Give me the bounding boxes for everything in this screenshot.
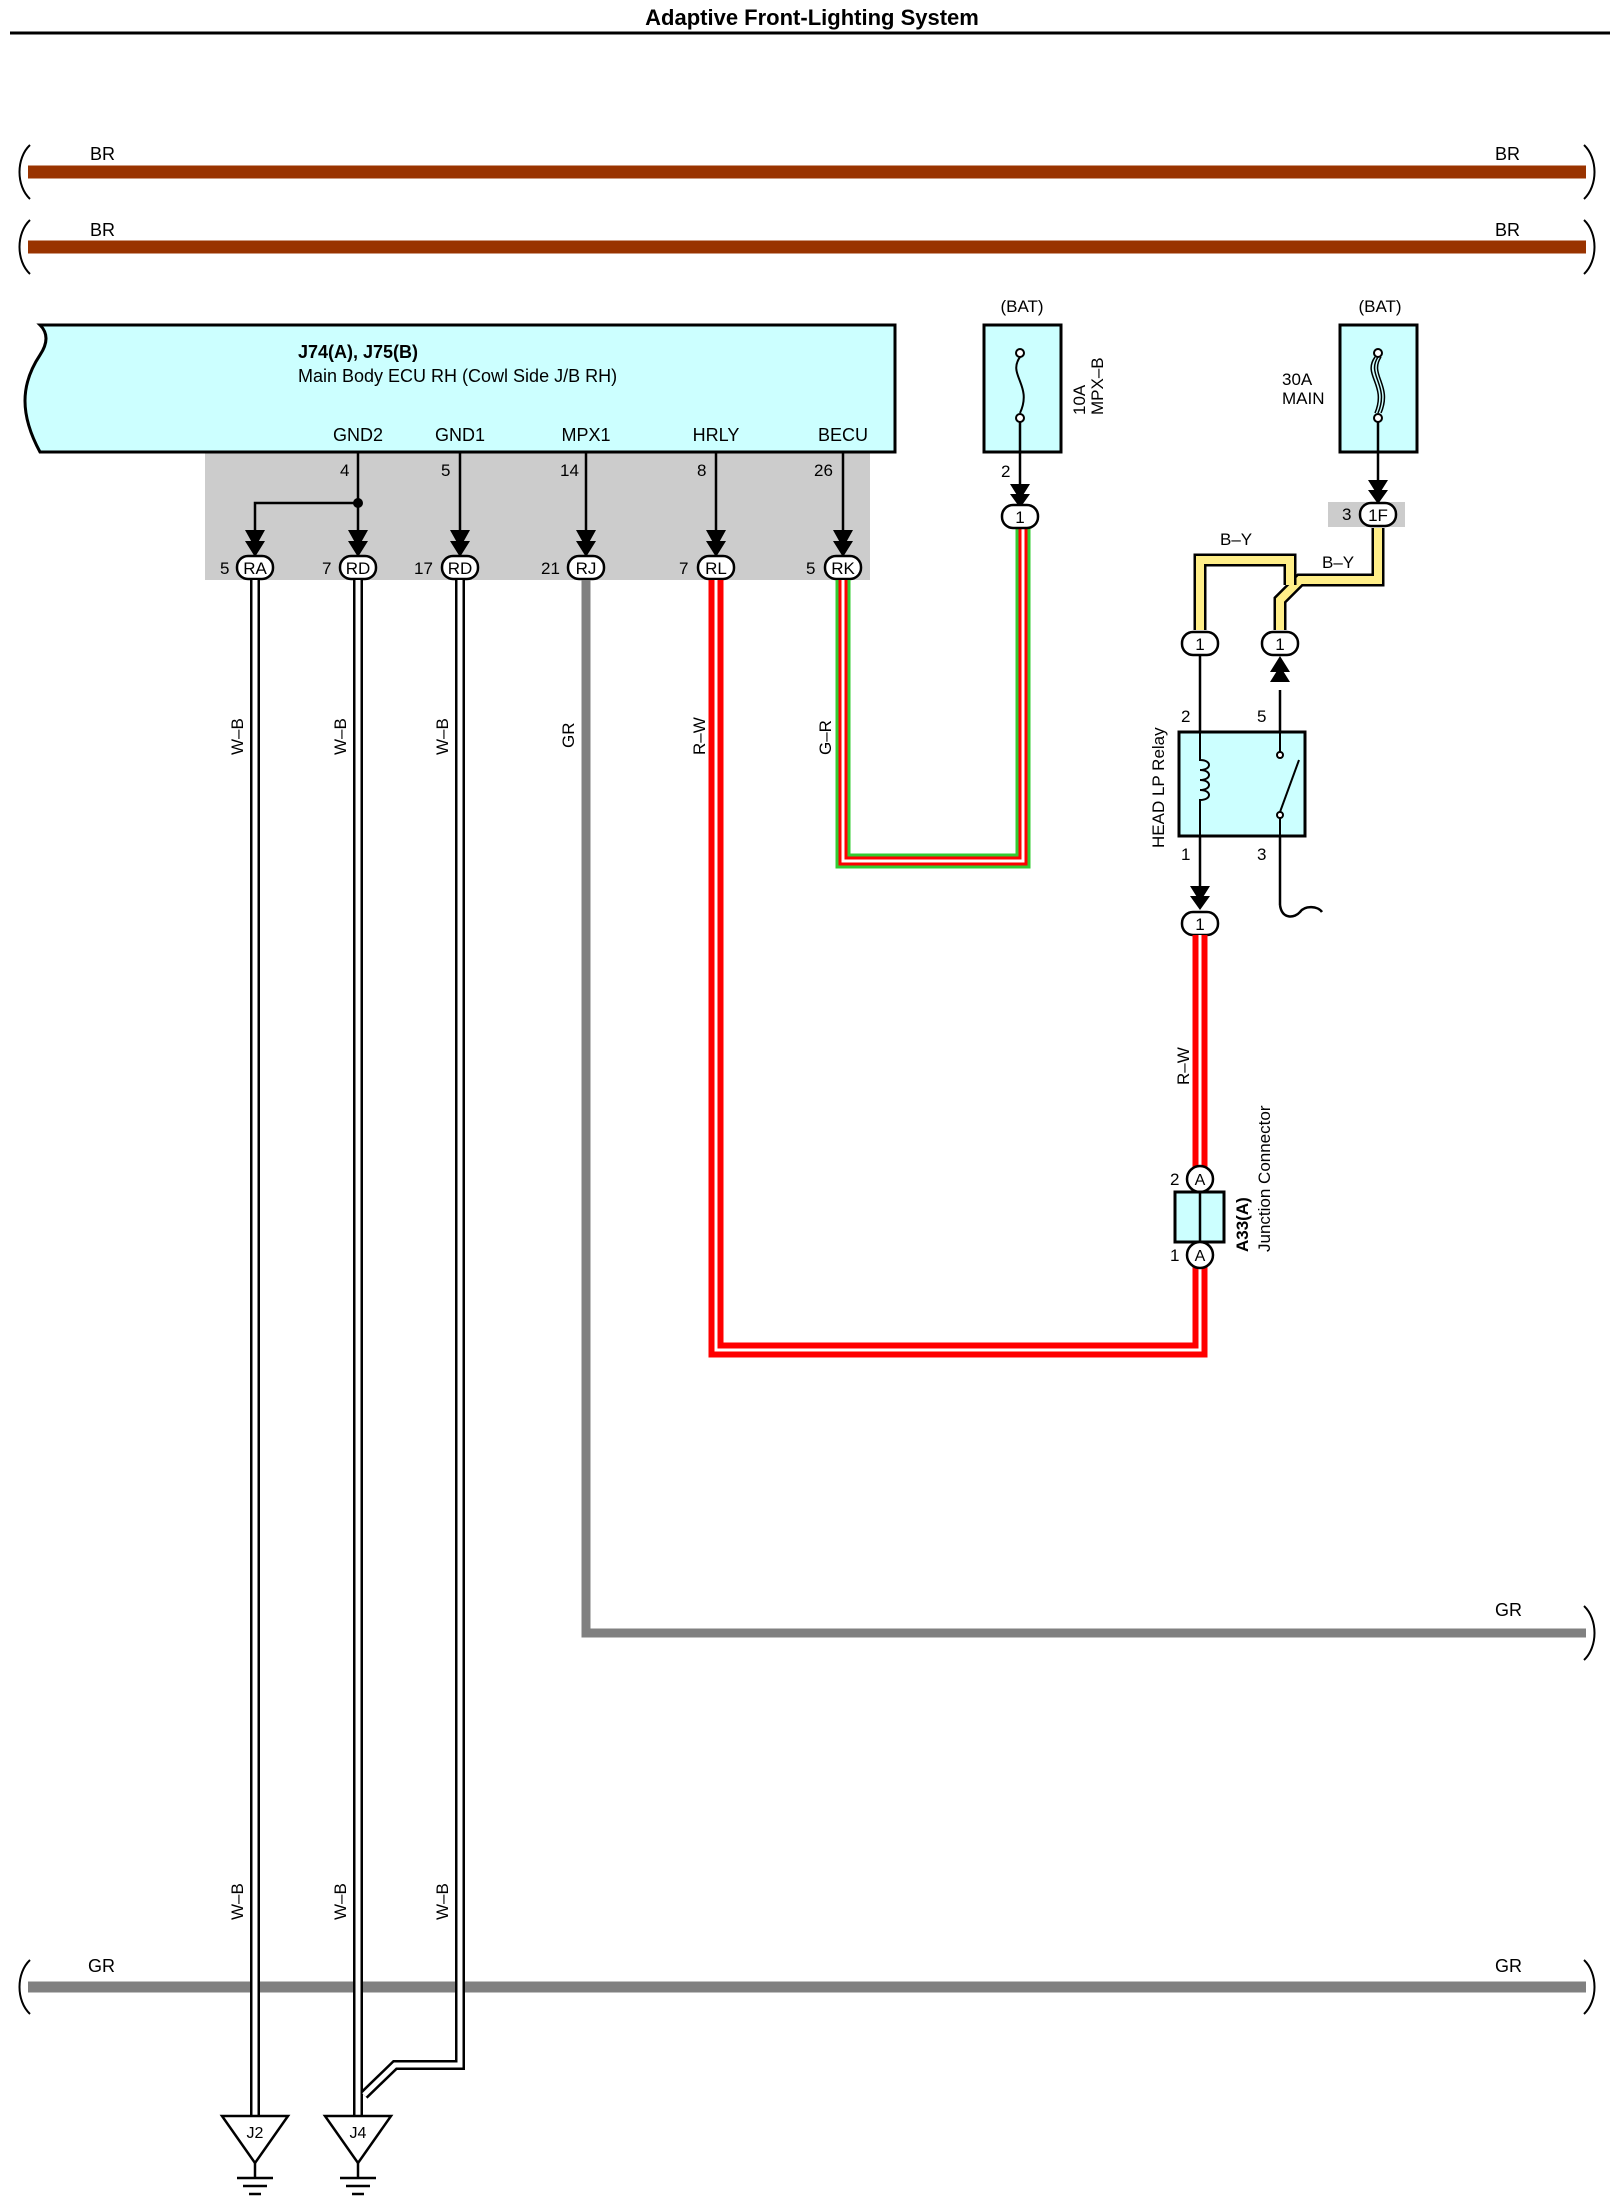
br-label-left-2: BR	[90, 220, 115, 240]
main-body-ecu: J74(A), J75(B) Main Body ECU RH (Cowl Si…	[23, 323, 897, 580]
svg-text:RK: RK	[831, 559, 855, 578]
svg-text:R–W: R–W	[690, 717, 709, 755]
svg-text:W–B: W–B	[433, 1883, 452, 1920]
svg-text:B–Y: B–Y	[1220, 530, 1252, 549]
svg-text:A: A	[1195, 1248, 1206, 1265]
svg-text:RL: RL	[705, 559, 727, 578]
fuse-mpx-name: MPX–B	[1088, 357, 1107, 415]
ecu-connector-area	[205, 452, 870, 580]
br-label-right: BR	[1495, 144, 1520, 164]
svg-text:3: 3	[1342, 505, 1351, 524]
connector-rj: 21 RJ	[541, 554, 606, 581]
connector-rl: 7 RL	[679, 554, 736, 581]
terminal-pin-hrly: 8	[697, 461, 706, 480]
terminal-pin-mpx1: 14	[560, 461, 579, 480]
wb-labels: W–B W–B W–B W–B W–B W–B	[228, 718, 452, 1920]
br-bus-top: BR BR	[18, 144, 1596, 200]
svg-text:1F: 1F	[1368, 506, 1388, 525]
fuse-main: (BAT) 30A MAIN 3 1F	[1282, 297, 1419, 528]
terminal-name-mpx1: MPX1	[561, 425, 610, 445]
svg-text:W–B: W–B	[331, 718, 350, 755]
gr-label-mid: GR	[1495, 1600, 1522, 1620]
svg-text:J4: J4	[350, 2125, 367, 2142]
gr-bus-bottom: GR GR	[18, 1956, 1596, 2015]
svg-text:1: 1	[1195, 915, 1204, 934]
svg-text:RJ: RJ	[576, 559, 597, 578]
svg-text:A: A	[1195, 1172, 1206, 1189]
relay-name: HEAD LP Relay	[1149, 727, 1168, 848]
svg-text:1: 1	[1181, 845, 1190, 864]
ground-j2: J2	[219, 2114, 291, 2196]
ecu-id: J74(A), J75(B)	[298, 342, 418, 362]
connector-rd-17: 17 RD	[414, 554, 480, 581]
fuse-mpx-rating: 10A	[1070, 384, 1089, 415]
junction-connector: A 2 A 1 A33(A) Junction Connector	[1170, 1105, 1274, 1270]
br-label-left: BR	[90, 144, 115, 164]
ecu-connectors: 5 RA 7 RD 17 RD 21 RJ 7 RL 5 RK	[220, 554, 863, 581]
svg-text:1: 1	[1170, 1246, 1179, 1265]
svg-text:GR: GR	[559, 723, 578, 749]
svg-text:W–B: W–B	[228, 1883, 247, 1920]
gr-wire-mpx1: GR GR	[559, 580, 1596, 1661]
svg-text:5: 5	[220, 559, 229, 578]
svg-text:2: 2	[1181, 707, 1190, 726]
terminal-name-hrly: HRLY	[693, 425, 740, 445]
head-lp-relay: 1 1 2 5 HEAD LP Relay 1 3 1	[1149, 630, 1324, 937]
svg-text:2: 2	[1170, 1170, 1179, 1189]
fuse-main-rating: 30A	[1282, 370, 1313, 389]
svg-text:W–B: W–B	[433, 718, 452, 755]
svg-text:G–R: G–R	[816, 720, 835, 755]
svg-text:B–Y: B–Y	[1322, 553, 1354, 572]
br-bus-second: BR BR	[18, 219, 1596, 275]
fuse-mpx-bat: (BAT)	[1000, 297, 1043, 316]
connector-rd-7: 7 RD	[322, 554, 378, 581]
svg-text:7: 7	[679, 559, 688, 578]
connector-ra: 5 RA	[220, 554, 275, 581]
terminal-pin-gnd1: 5	[441, 461, 450, 480]
svg-text:W–B: W–B	[331, 1883, 350, 1920]
rw-wire-relay: R–W	[1174, 935, 1208, 1167]
svg-text:R–W: R–W	[1174, 1047, 1193, 1085]
junction-id: A33(A)	[1233, 1197, 1252, 1252]
svg-text:7: 7	[322, 559, 331, 578]
svg-text:RA: RA	[243, 559, 267, 578]
svg-text:1: 1	[1015, 508, 1024, 527]
junction-name: Junction Connector	[1255, 1105, 1274, 1252]
svg-text:J2: J2	[247, 2125, 264, 2142]
fuse-main-bat: (BAT)	[1358, 297, 1401, 316]
svg-text:W–B: W–B	[228, 718, 247, 755]
by-wires: B–Y B–Y	[1193, 528, 1385, 630]
terminal-name-gnd2: GND2	[333, 425, 383, 445]
svg-text:1: 1	[1275, 635, 1284, 654]
gr-label-left: GR	[88, 1956, 115, 1976]
connector-rk: 5 RK	[806, 554, 863, 581]
svg-text:RD: RD	[346, 559, 371, 578]
svg-text:5: 5	[1257, 707, 1266, 726]
svg-text:1: 1	[1195, 635, 1204, 654]
ecu-box	[23, 323, 897, 454]
page-title: Adaptive Front-Lighting System	[645, 5, 979, 30]
svg-text:2: 2	[1001, 462, 1010, 481]
ecu-name: Main Body ECU RH (Cowl Side J/B RH)	[298, 366, 617, 386]
br-label-right-2: BR	[1495, 220, 1520, 240]
svg-text:21: 21	[541, 559, 560, 578]
gr-green-wire: G–R	[816, 528, 1031, 869]
ground-j4: J4	[322, 2114, 394, 2196]
terminal-pin-becu: 26	[814, 461, 833, 480]
fuse-mpx-b: (BAT) 10A MPX–B 2 1	[982, 297, 1107, 530]
wb-wires	[250, 580, 465, 2118]
terminal-pin-gnd2: 4	[340, 461, 349, 480]
terminal-name-becu: BECU	[818, 425, 868, 445]
gr-label-right: GR	[1495, 1956, 1522, 1976]
svg-text:17: 17	[414, 559, 433, 578]
rw-wire-hrly: R–W	[690, 580, 1208, 1358]
svg-text:RD: RD	[448, 559, 473, 578]
svg-text:3: 3	[1257, 845, 1266, 864]
relay-box	[1177, 730, 1307, 838]
svg-text:5: 5	[806, 559, 815, 578]
fuse-main-name: MAIN	[1282, 389, 1325, 408]
terminal-name-gnd1: GND1	[435, 425, 485, 445]
